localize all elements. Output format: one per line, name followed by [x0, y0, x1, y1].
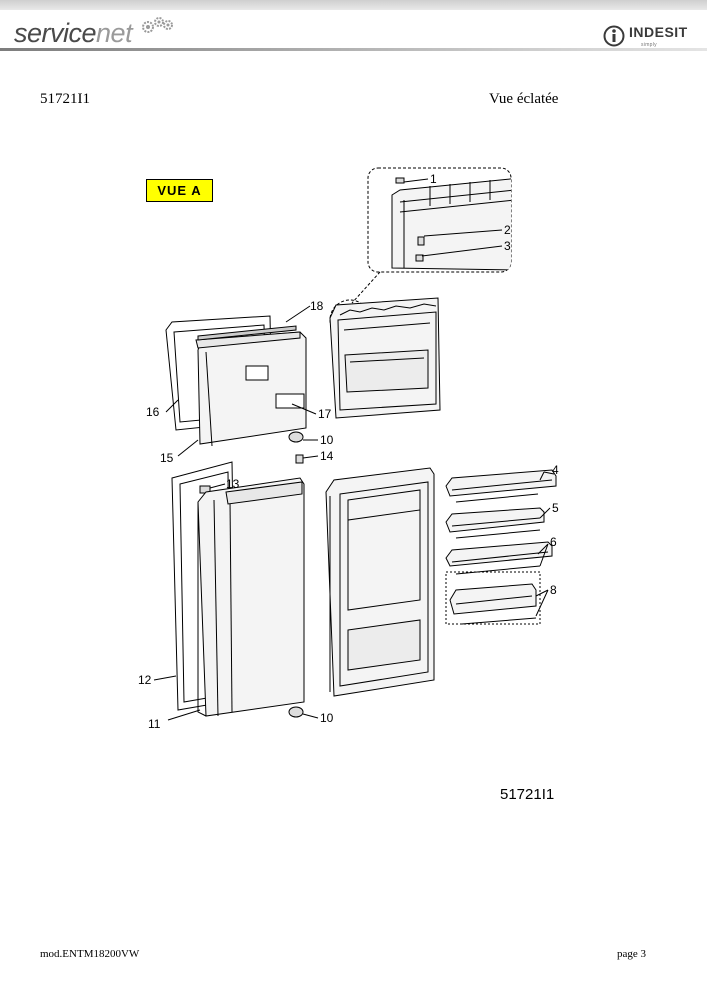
door-shelf-4 [445, 469, 557, 503]
freezer-door-badge [275, 393, 305, 409]
view-a-label: VUE A [146, 179, 213, 202]
hinge-bush-lower [288, 706, 304, 718]
freezer-door [197, 331, 307, 445]
servicenet-logo: servicenet [14, 18, 133, 48]
callout-4: 4 [552, 463, 559, 477]
freezer-door-label [245, 365, 269, 381]
callout-5: 5 [552, 501, 559, 515]
header-rule [0, 48, 707, 51]
door-shelf-8 [449, 583, 537, 625]
indesit-i-icon [603, 25, 625, 47]
callout-12: 12 [138, 673, 152, 687]
callout-2: 2 [504, 223, 511, 237]
callout-10-upper: 10 [320, 433, 334, 447]
figure-code: 51721I1 [500, 786, 555, 803]
indesit-wordmark: INDESIT [629, 24, 688, 40]
door-shelf-6 [445, 541, 553, 575]
document-code: 51721I1 [40, 91, 90, 107]
hinge-bush-upper [288, 431, 304, 443]
callout-11: 11 [148, 717, 161, 731]
callout-13: 13 [226, 477, 240, 491]
footer-page: page 3 [617, 948, 647, 960]
hinge-pin [295, 454, 304, 464]
callout-10-lower: 10 [320, 711, 334, 725]
detail-zoom-content [391, 177, 511, 271]
callout-6: 6 [550, 535, 557, 549]
callout-15: 15 [160, 451, 174, 465]
indesit-logo: INDESIT simply [603, 24, 688, 48]
callout-3: 3 [504, 239, 511, 253]
footer-model: mod.ENTM18200VW [40, 948, 140, 960]
callout-16: 16 [146, 405, 160, 419]
indesit-tagline: simply [641, 42, 657, 48]
door-trim-strip [197, 325, 297, 341]
top-bar [0, 0, 707, 10]
callout-1: 1 [430, 172, 437, 186]
callout-14: 14 [320, 449, 334, 463]
callout-18: 18 [310, 299, 324, 313]
callout-8: 8 [550, 583, 557, 597]
door-shelf-5 [445, 507, 545, 539]
gears-icon [142, 17, 173, 33]
door-shelf-8-frame [445, 571, 541, 625]
callout-17: 17 [318, 407, 332, 421]
view-title: Vue éclatée [489, 91, 559, 107]
